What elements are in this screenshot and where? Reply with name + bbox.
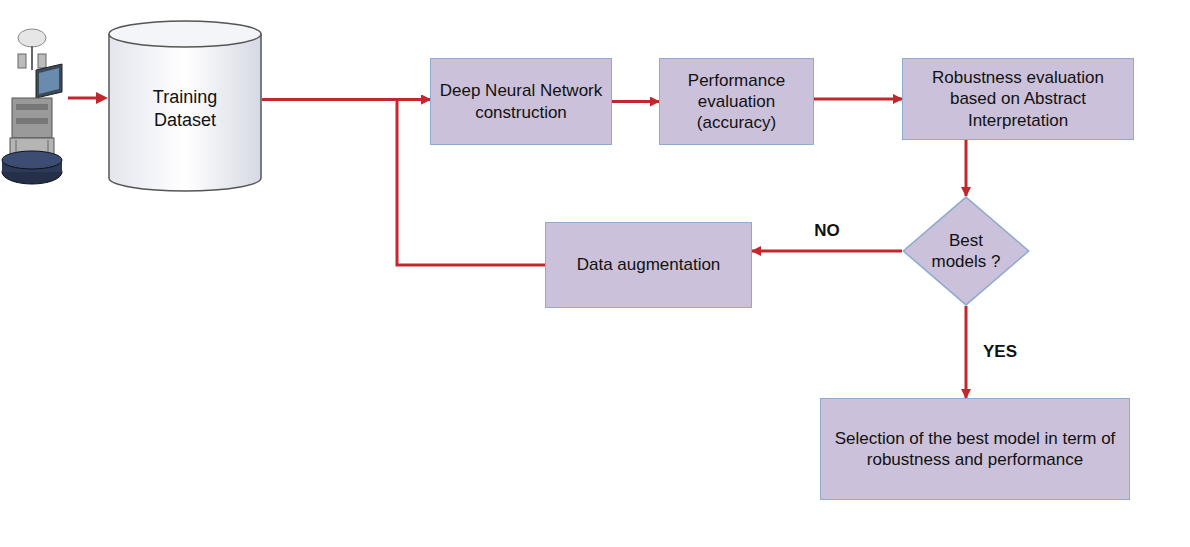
flow-arrow	[814, 98, 902, 101]
process-box: Robustness evaluation based on Abstract …	[902, 58, 1134, 140]
node-text: Best models ?	[926, 230, 1005, 273]
decision-diamond: Best models ?	[902, 196, 1030, 306]
node-text: Deep Neural Network construction	[438, 80, 604, 123]
process-box: Selection of the best model in term of r…	[820, 398, 1130, 500]
flow-arrow	[965, 140, 968, 196]
node-text: Training Dataset	[125, 86, 245, 131]
dataset-cylinder: Training Dataset	[108, 20, 262, 192]
input-arrow	[68, 97, 98, 100]
process-box: Data augmentation	[545, 222, 752, 308]
process-box: Deep Neural Network construction	[430, 58, 612, 145]
edge-label: YES	[980, 342, 1020, 362]
node-text: Selection of the best model in term of r…	[828, 428, 1122, 471]
input-arrowhead	[96, 92, 108, 104]
robot-figure	[2, 29, 62, 184]
node-text: Performance evaluation (accuracy)	[667, 70, 806, 134]
flow-arrow	[965, 306, 968, 398]
node-text: Robustness evaluation based on Abstract …	[910, 67, 1126, 131]
node-text: Data augmentation	[577, 254, 721, 275]
edge-label: NO	[811, 221, 843, 241]
diamond-outline	[902, 196, 1030, 306]
process-box: Performance evaluation (accuracy)	[659, 58, 814, 145]
flow-arrow	[612, 100, 659, 103]
flow-arrow	[752, 250, 902, 253]
